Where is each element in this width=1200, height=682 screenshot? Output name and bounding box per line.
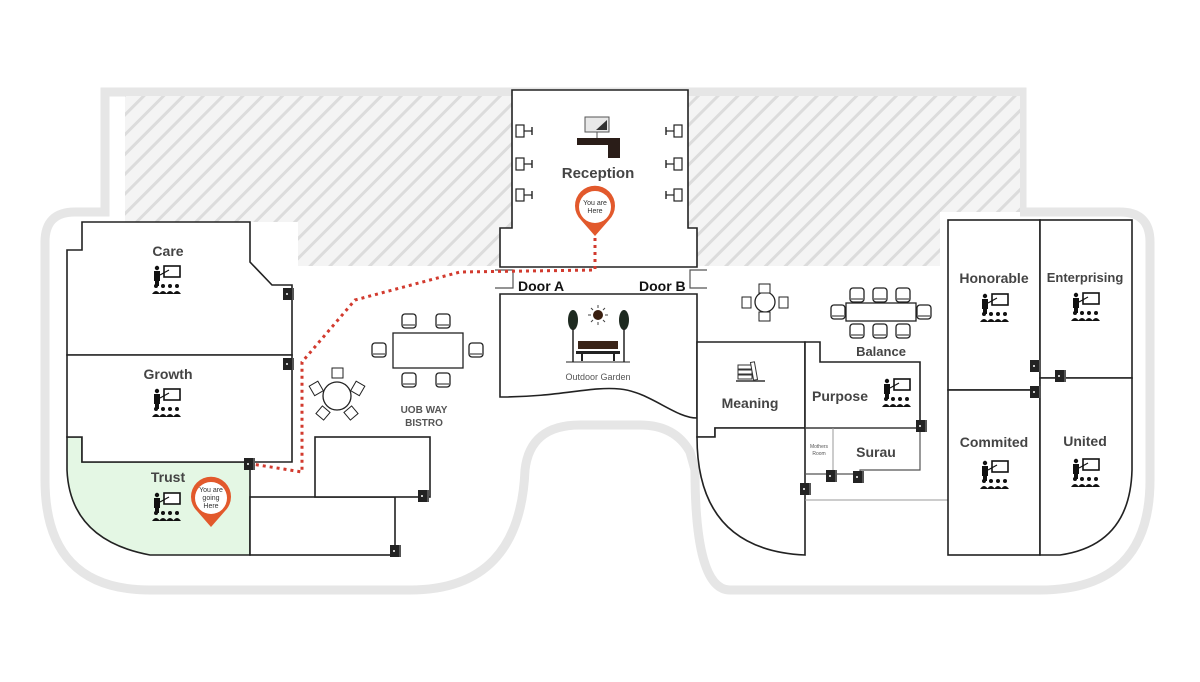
room-label-mothers-1: Mothers: [810, 444, 829, 450]
room-meaning[interactable]: [696, 341, 806, 438]
room-label-united: United: [1063, 433, 1107, 449]
route-path: [251, 238, 597, 474]
door-a-label: Door A: [518, 278, 564, 294]
origin-location-pin-icon[interactable]: You are Here: [575, 185, 616, 236]
room-outdoor-garden[interactable]: [499, 293, 698, 419]
door-b-label: Door B: [639, 278, 686, 294]
door-icon[interactable]: [283, 288, 294, 300]
reception-desk-icon: [577, 116, 620, 158]
door-icon[interactable]: [418, 490, 429, 502]
room-reception[interactable]: [499, 89, 698, 268]
room-label-mothers-2: Room: [812, 451, 825, 457]
room-label-balance: Balance: [856, 344, 906, 359]
origin-pin-text: Here: [587, 208, 602, 215]
bistro-label-line1: UOB WAY: [401, 405, 448, 416]
origin-pin-text: You are: [583, 200, 607, 207]
door-icon[interactable]: [283, 358, 294, 370]
balance-table-icon: [741, 283, 932, 339]
room-label-garden: Outdoor Garden: [565, 372, 630, 382]
room-label-meaning: Meaning: [722, 395, 779, 411]
destination-pin-text: going: [202, 495, 219, 502]
room-growth[interactable]: [66, 354, 293, 463]
room-unnamed-2: [314, 436, 431, 498]
room-label-enterprising: Enterprising: [1047, 270, 1124, 285]
room-label-reception: Reception: [562, 165, 635, 182]
room-label-care: Care: [152, 243, 183, 259]
room-label-trust: Trust: [151, 469, 186, 485]
room-unnamed-1: [249, 496, 396, 556]
destination-pin-text: Here: [203, 503, 218, 510]
door-icon[interactable]: [390, 545, 401, 557]
door-icon[interactable]: [244, 458, 255, 470]
room-label-surau: Surau: [856, 444, 896, 460]
destination-pin-text: You are: [199, 487, 223, 494]
room-label-growth: Growth: [144, 366, 193, 382]
bistro-label-line2: BISTRO: [405, 418, 443, 429]
room-label-honorable: Honorable: [959, 270, 1028, 286]
garden-icon: [566, 305, 630, 363]
bistro-furniture: [308, 313, 484, 421]
destination-location-pin-icon[interactable]: You are going Here: [191, 476, 231, 527]
room-label-purpose: Purpose: [812, 388, 868, 404]
room-label-commited: Commited: [960, 434, 1028, 450]
books-icon: [736, 361, 765, 382]
